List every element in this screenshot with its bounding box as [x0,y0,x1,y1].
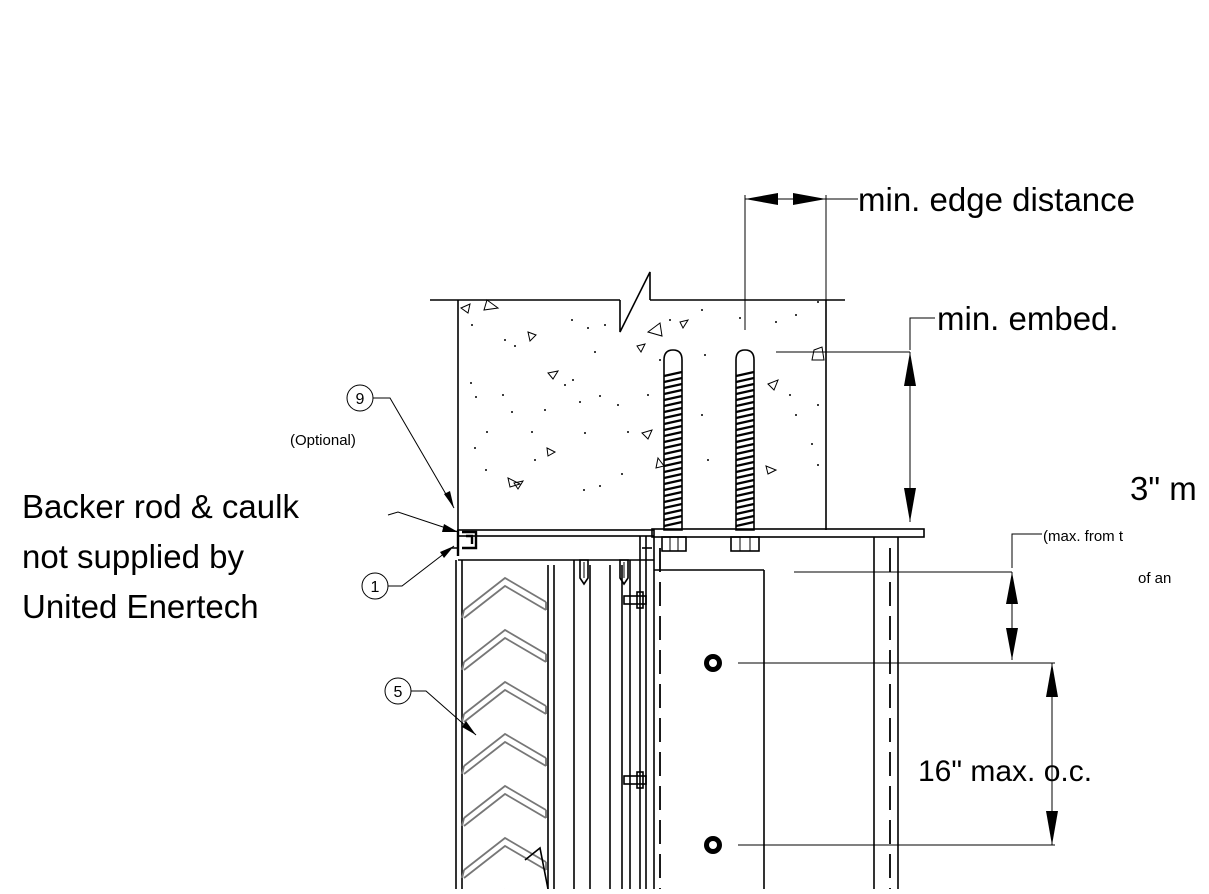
edge-distance-dimension [744,193,858,330]
spacing-dimension [738,662,1058,846]
mullion-frame [573,536,652,889]
of-an-label: of an [1138,570,1171,587]
nut-left [661,536,687,552]
backer-note-line2: not supplied by [22,538,244,575]
concrete-slab [430,271,845,530]
anchor-screw-left [663,349,683,531]
optional-label: (Optional) [290,432,356,449]
backer-note-line3: United Enertech [22,588,259,625]
three-inch-label: 3" m [1130,470,1197,507]
edge-distance-label: min. edge distance [858,181,1135,218]
tag-5: 5 [384,677,477,736]
anchor-screw-right [735,349,755,531]
three-inch-dimension [794,533,1042,660]
head-clip [452,530,478,556]
embed-label: min. embed. [937,300,1119,337]
backer-note-line1: Backer rod & caulk [22,488,299,525]
tag-1: 1 [361,545,455,600]
fastener-lower [704,836,722,854]
louver-panel [455,560,555,894]
svg-text:1: 1 [371,579,380,596]
nut-right [730,536,760,552]
base-plate [457,528,925,889]
svg-text:9: 9 [356,391,365,408]
max-from-label: (max. from t [1043,528,1124,545]
fastener-upper [704,654,722,672]
spacing-label: 16" max. o.c. [918,755,1092,788]
embed-dimension [776,317,935,522]
svg-text:5: 5 [394,684,403,701]
steel-column [653,537,899,889]
tag-9: 9 [346,384,455,509]
backer-leader [387,511,459,533]
